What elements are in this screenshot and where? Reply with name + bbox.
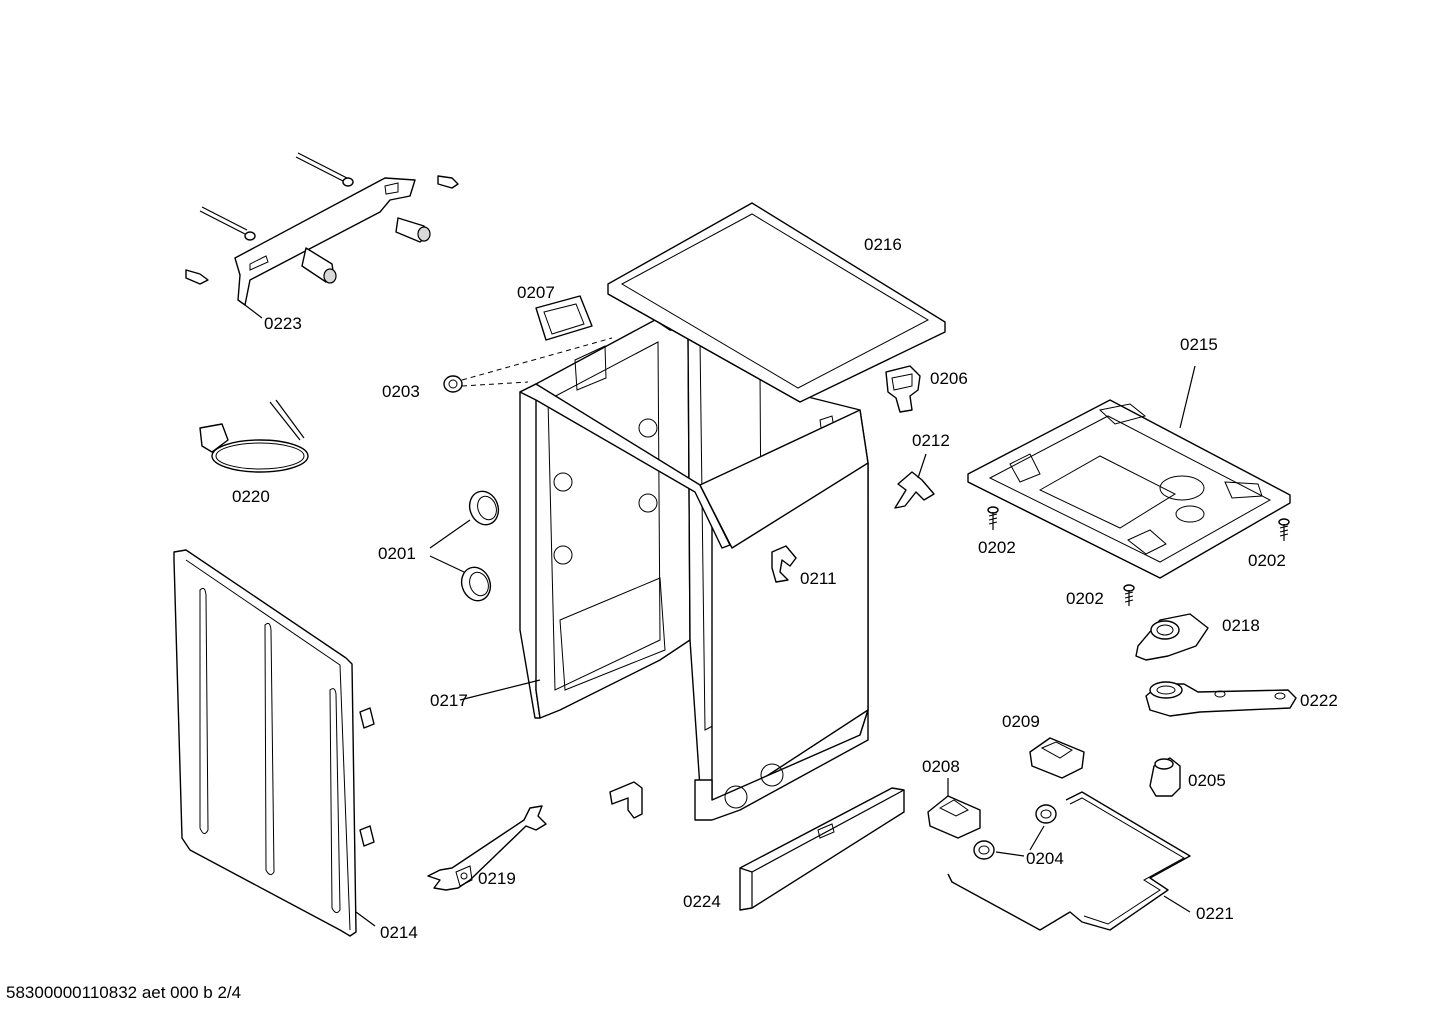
small-bracket — [609, 781, 643, 819]
label-0212: 0212 — [912, 431, 950, 450]
part-0206-foot[interactable] — [885, 365, 921, 413]
part-0222-arm[interactable] — [1145, 681, 1297, 717]
part-0223-bracket[interactable] — [185, 152, 459, 319]
part-0202-screw-b[interactable] — [1278, 518, 1290, 541]
part-0209-switch[interactable] — [1029, 737, 1085, 779]
label-0222: 0222 — [1300, 691, 1338, 710]
label-0211: 0211 — [800, 569, 837, 588]
label-0202-a: 0202 — [978, 538, 1016, 557]
part-0215-base-plate[interactable] — [967, 365, 1291, 579]
label-0208: 0208 — [922, 757, 960, 776]
part-0203-nut[interactable] — [443, 337, 613, 393]
part-0220-power-cord[interactable] — [199, 399, 309, 473]
label-0204: 0204 — [1026, 849, 1064, 868]
part-0205-valve[interactable] — [1149, 757, 1181, 797]
label-0202-c: 0202 — [1066, 589, 1104, 608]
part-0216-top-lid[interactable] — [607, 202, 946, 403]
label-0202-b: 0202 — [1248, 551, 1286, 570]
part-0201-grommets[interactable] — [429, 487, 503, 605]
part-0218-hub[interactable] — [1135, 613, 1209, 661]
part-0208-switch[interactable] — [927, 778, 981, 839]
label-0218: 0218 — [1222, 616, 1260, 635]
part-0217-cabinet-frame[interactable] — [459, 319, 869, 821]
part-0219-spanner[interactable] — [427, 805, 547, 891]
label-0215: 0215 — [1180, 335, 1218, 354]
label-0205: 0205 — [1188, 771, 1226, 790]
part-0214-side-panel[interactable] — [173, 549, 376, 937]
part-0202-screw-a[interactable] — [987, 506, 999, 530]
part-0204-rollers[interactable] — [973, 804, 1057, 860]
label-0209: 0209 — [1002, 712, 1040, 731]
document-footer: 58300000110832 aet 000 b 2/4 — [6, 983, 241, 1002]
label-0206: 0206 — [930, 369, 968, 388]
label-0214: 0214 — [380, 923, 418, 942]
part-0224-drawer-front[interactable] — [739, 787, 905, 911]
label-0221: 0221 — [1196, 904, 1234, 923]
label-0223: 0223 — [264, 314, 302, 333]
part-0211-clip[interactable] — [771, 545, 797, 583]
part-0221-wire-frame[interactable] — [947, 791, 1191, 931]
label-0201: 0201 — [378, 544, 416, 563]
label-0219: 0219 — [478, 869, 516, 888]
part-0212-clip[interactable] — [894, 453, 935, 509]
label-0224: 0224 — [683, 892, 721, 911]
label-0220: 0220 — [232, 487, 270, 506]
label-0216: 0216 — [864, 235, 902, 254]
label-0217: 0217 — [430, 691, 468, 710]
part-0207-plate[interactable] — [535, 295, 593, 341]
label-0203: 0203 — [382, 382, 420, 401]
label-0207: 0207 — [517, 283, 555, 302]
part-0202-screw-c[interactable] — [1123, 584, 1135, 606]
